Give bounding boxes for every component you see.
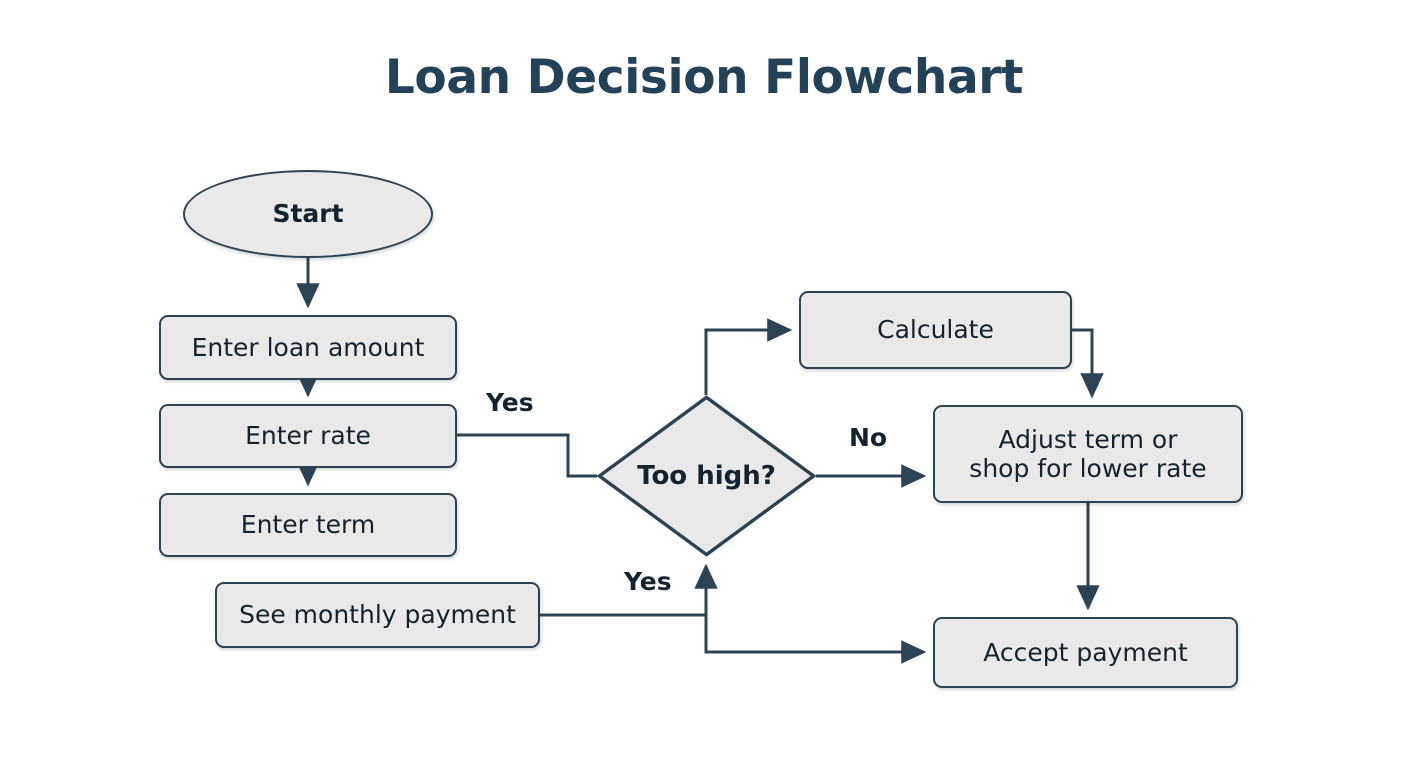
node-enter-term[interactable]: Enter term (159, 493, 457, 557)
edge-see-to-toohigh (540, 563, 718, 617)
node-adjust-term-or-shop[interactable]: Adjust term or shop for lower rate (933, 405, 1243, 503)
node-adjust-term-line1: Adjust term or (998, 424, 1178, 454)
edge-label-yes-rate-to-decision: Yes (486, 388, 534, 417)
node-accept-payment[interactable]: Accept payment (933, 617, 1238, 688)
edge-label-no-decision-to-adjust: No (849, 423, 888, 452)
edge-rate-to-toohigh (457, 433, 597, 478)
node-enter-loan-amount-label: Enter loan amount (191, 332, 425, 362)
node-start[interactable]: Start (183, 170, 433, 258)
node-enter-rate-label: Enter rate (245, 421, 371, 451)
node-too-high-label: Too high? (637, 460, 776, 491)
node-enter-rate[interactable]: Enter rate (159, 404, 457, 468)
node-calculate-label: Calculate (877, 315, 994, 345)
node-start-label: Start (272, 199, 344, 229)
node-enter-term-label: Enter term (240, 510, 376, 540)
diamond-shape (597, 395, 816, 557)
node-enter-loan-amount[interactable]: Enter loan amount (159, 315, 457, 380)
node-accept-payment-label: Accept payment (983, 637, 1188, 667)
node-see-monthly-payment-label: See monthly payment (239, 600, 516, 630)
node-too-high-decision[interactable]: Too high? (597, 395, 816, 557)
edge-see-to-accept (704, 615, 927, 664)
node-adjust-term-line2: shop for lower rate (969, 454, 1207, 483)
edge-toohigh-to-calculate (704, 318, 793, 395)
node-see-monthly-payment[interactable]: See monthly payment (215, 582, 540, 648)
page-title: Loan Decision Flowchart (384, 50, 1024, 105)
edge-label-yes-see-to-decision: Yes (624, 567, 672, 596)
node-calculate[interactable]: Calculate (799, 291, 1072, 369)
edge-calculate-to-adjust (1072, 328, 1104, 399)
